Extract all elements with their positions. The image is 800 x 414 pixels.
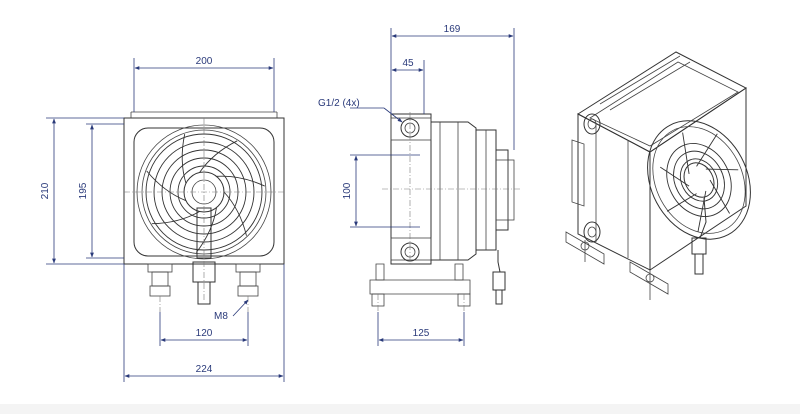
- dim-45: 45: [402, 58, 414, 69]
- iso-front-face: [649, 87, 747, 271]
- cable-plug-side: [492, 271, 506, 291]
- iso-port-top: [583, 113, 601, 135]
- front-view: 200 210 195 M8 120 224: [40, 56, 285, 382]
- iso-mount-left: [565, 231, 605, 265]
- dim-169: 169: [444, 24, 461, 35]
- side-shroud: [431, 121, 477, 261]
- iso-port-bottom: [583, 221, 601, 243]
- thread-callout-m8: M8: [214, 311, 228, 322]
- side-mount-bracket: [369, 279, 471, 295]
- dim-195: 195: [78, 182, 89, 199]
- port-thread-callout: G1/2 (4x): [318, 98, 360, 109]
- dim-224: 224: [196, 364, 213, 375]
- side-view: 169 45 G1/2 (4x) 100 125: [318, 24, 520, 346]
- front-mount-right: [235, 263, 261, 312]
- dim-120: 120: [196, 328, 213, 339]
- dim-210: 210: [40, 182, 51, 199]
- dim-100: 100: [342, 182, 353, 199]
- front-mount-left: [147, 263, 173, 312]
- iso-fan-grille: [660, 132, 739, 233]
- dim-200: 200: [196, 56, 213, 67]
- iso-fan-ring: [647, 120, 751, 240]
- iso-fan-hub: [683, 162, 715, 198]
- iso-mount-right: [629, 261, 669, 295]
- dim-125: 125: [413, 328, 430, 339]
- fan-grille: [145, 133, 265, 253]
- bottom-strip: [0, 404, 800, 414]
- isometric-view: [565, 51, 751, 300]
